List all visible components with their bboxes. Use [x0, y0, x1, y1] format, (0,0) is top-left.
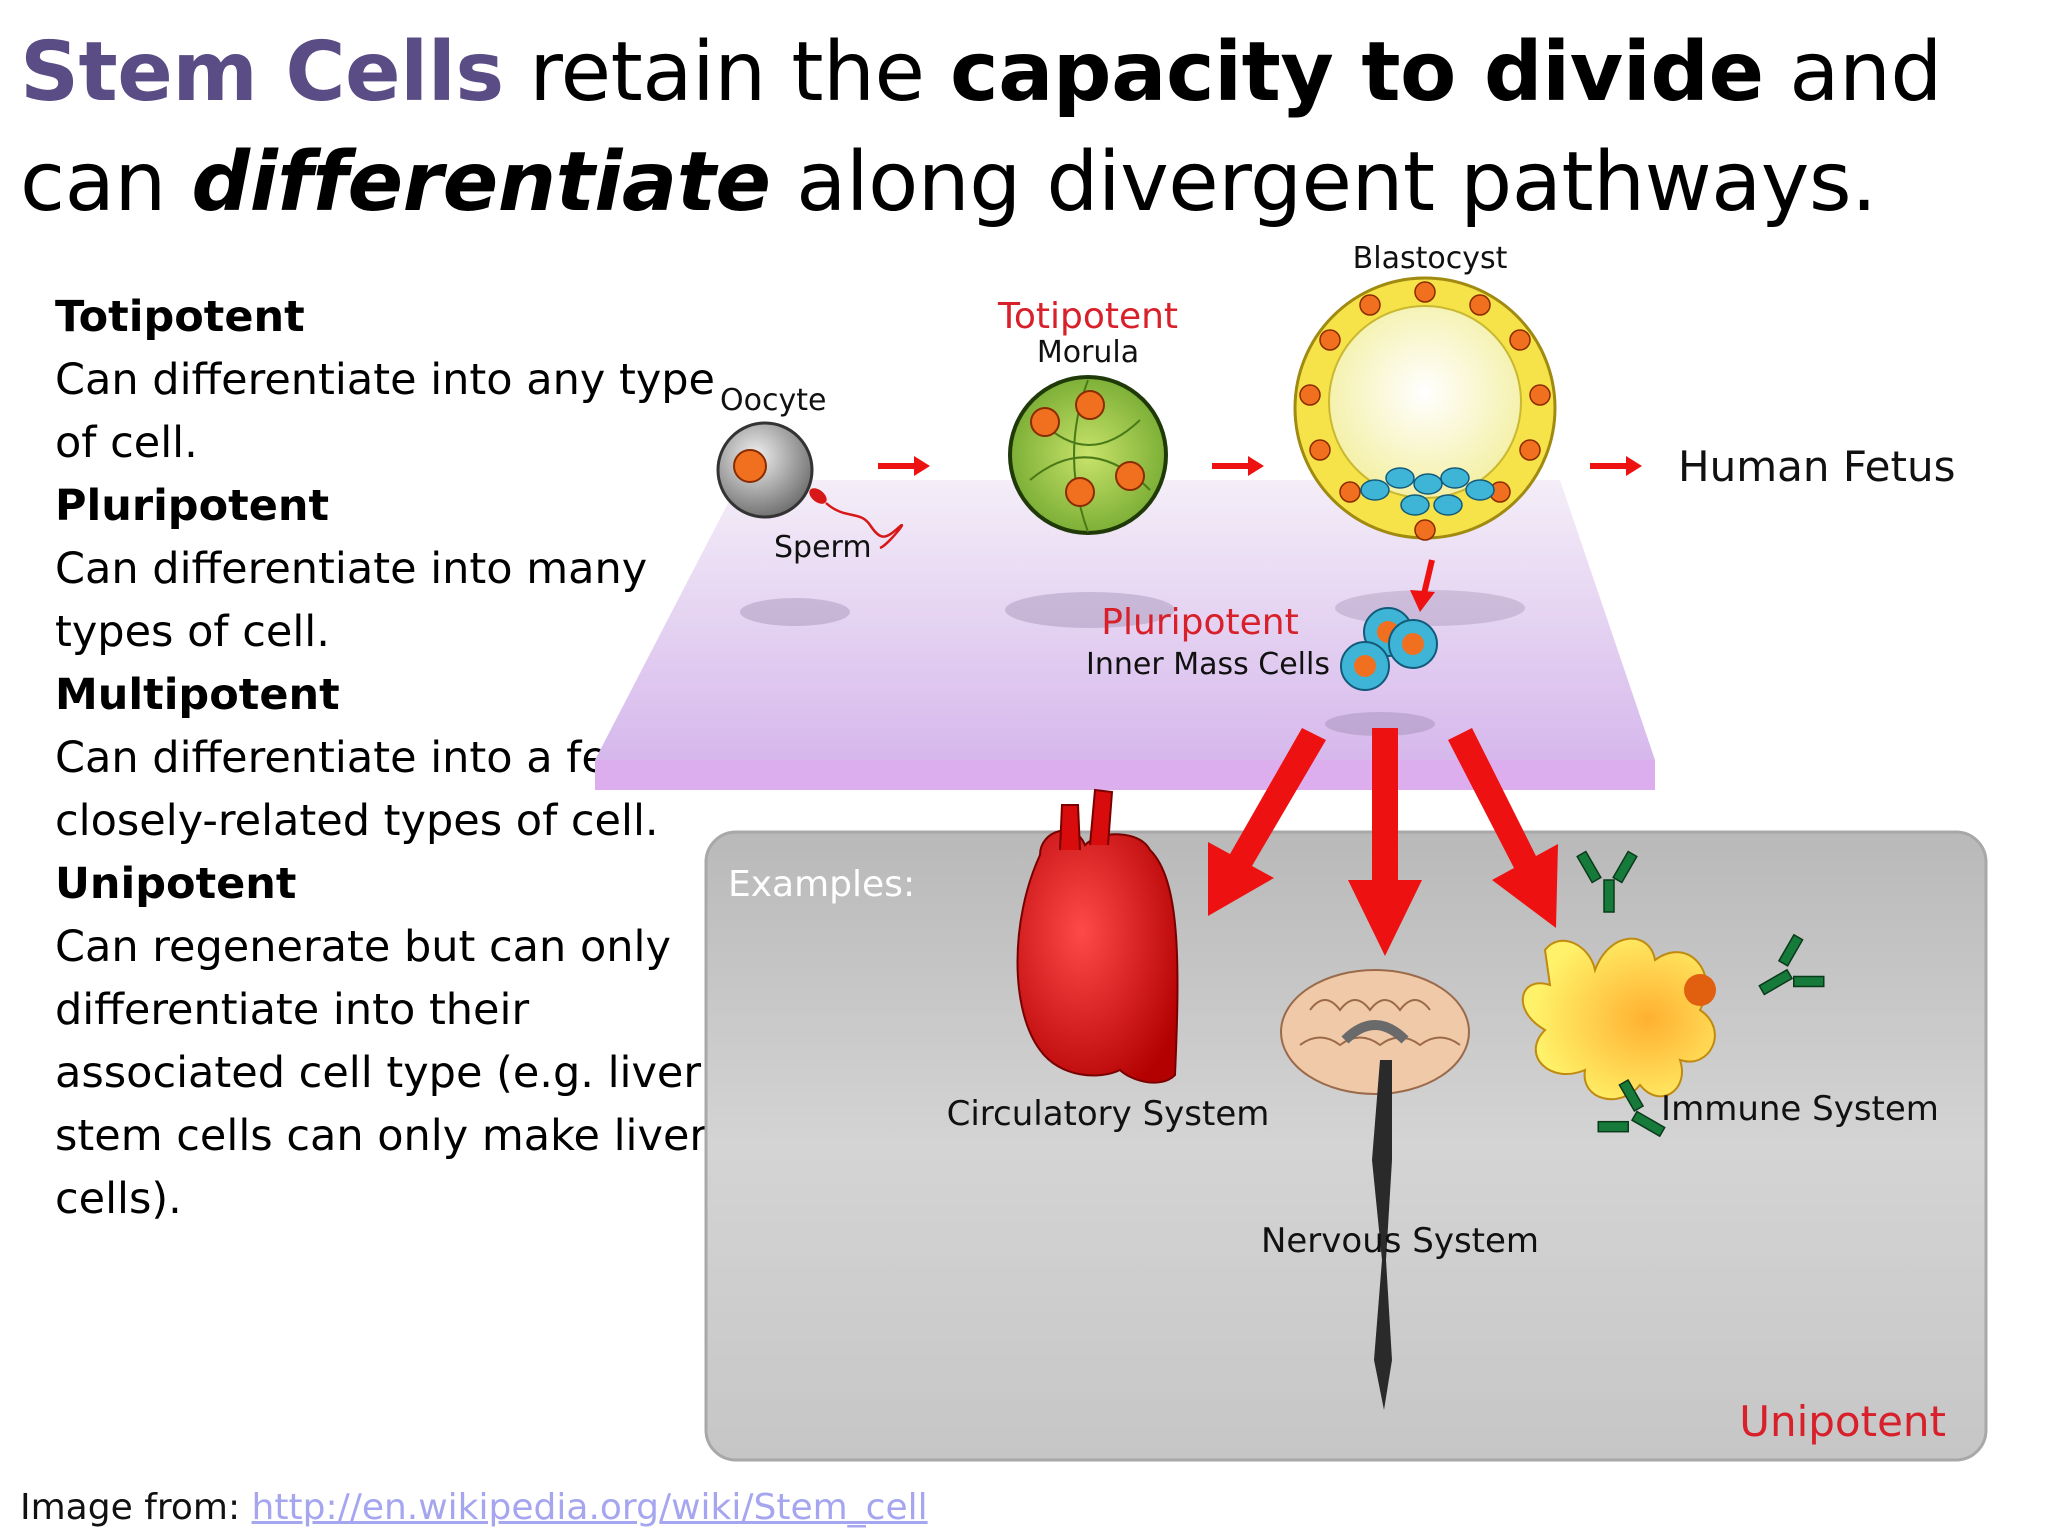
morula-icon	[1008, 375, 1168, 535]
blastocyst-icon	[1293, 276, 1557, 541]
label-human-fetus: Human Fetus	[1678, 442, 1956, 491]
potency-definitions: Totipotent Can differentiate into any ty…	[55, 286, 715, 1231]
definition-term: Totipotent	[55, 292, 305, 342]
definition-term: Multipotent	[55, 670, 340, 720]
definition-desc: Can differentiate into many types of cel…	[55, 544, 648, 657]
oocyte-icon	[716, 421, 814, 519]
label-nervous-system: Nervous System	[1261, 1221, 1539, 1261]
definition-desc: Can differentiate into any type of cell.	[55, 355, 716, 468]
title-capacity-to-divide: capacity to divide	[949, 25, 1764, 120]
credit-label: Image from:	[20, 1487, 252, 1528]
antibody-icon	[1576, 850, 1825, 1138]
label-circulatory-system: Circulatory System	[947, 1094, 1270, 1134]
inner-mass-cells-icon	[1340, 607, 1438, 691]
title-stem-cells: Stem Cells	[20, 25, 504, 120]
title-text-3: along divergent pathways.	[770, 135, 1877, 230]
big-arrows	[1208, 728, 1558, 956]
label-examples: Examples:	[728, 864, 915, 905]
definition-term: Unipotent	[55, 859, 297, 909]
examples-panel	[704, 830, 1988, 1462]
title-text-1: retain the	[503, 25, 950, 120]
label-oocyte: Oocyte	[720, 383, 826, 418]
definition-term: Pluripotent	[55, 481, 330, 531]
label-immune-system: Immune System	[1661, 1089, 1939, 1129]
sperm-icon	[809, 488, 904, 550]
label-inner-mass-cells: Inner Mass Cells	[1086, 647, 1330, 682]
definition-desc: Can differentiate into a few closely-rel…	[55, 733, 659, 846]
label-unipotent: Unipotent	[1739, 1397, 1946, 1446]
label-blastocyst: Blastocyst	[1353, 241, 1508, 276]
title-text-2: and can	[20, 25, 1942, 230]
title-differentiate: differentiate	[191, 135, 771, 230]
brain-icon	[1280, 969, 1470, 1410]
label-totipotent: Totipotent	[997, 296, 1178, 337]
heart-icon	[1016, 788, 1179, 1084]
definition-desc: Can regenerate but can only differentiat…	[55, 922, 708, 1224]
immune-cell-icon	[1521, 937, 1716, 1101]
page-title: Stem Cells retain the capacity to divide…	[20, 18, 2020, 238]
label-morula: Morula	[1037, 335, 1139, 370]
label-pluripotent: Pluripotent	[1101, 602, 1298, 643]
flow-arrows	[878, 456, 1642, 612]
image-credit: Image from: http://en.wikipedia.org/wiki…	[20, 1486, 928, 1530]
label-sperm: Sperm	[774, 530, 872, 565]
credit-link[interactable]: http://en.wikipedia.org/wiki/Stem_cell	[251, 1487, 928, 1528]
